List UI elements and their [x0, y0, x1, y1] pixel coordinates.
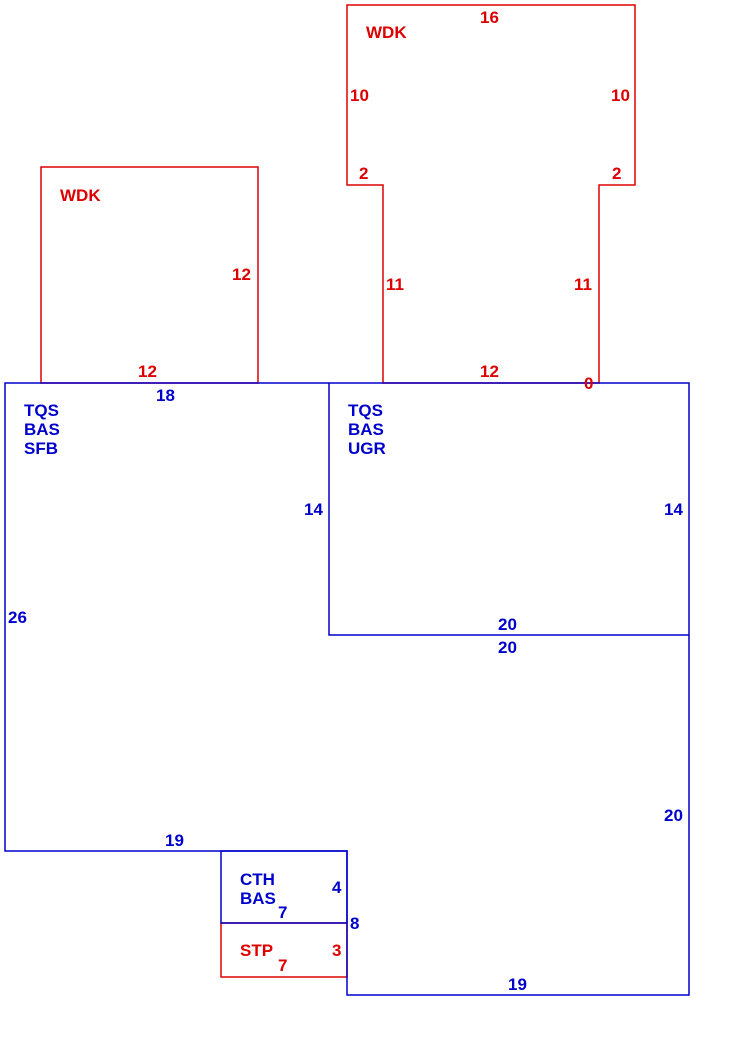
stp-label: STP — [240, 941, 273, 960]
dim-wdk-top-left-lower: 11 — [386, 275, 404, 294]
wdk-top-label: WDK — [366, 23, 407, 42]
cth-outline — [220, 850, 348, 924]
dim-wdk-top-bottom: 12 — [480, 362, 499, 381]
cth-label-line-2: BAS — [240, 889, 276, 908]
main-right-label-line-3: UGR — [348, 439, 386, 458]
dim-bottom: 19 — [508, 975, 527, 994]
main-left-label-line-2: BAS — [24, 420, 60, 439]
dim-wdk-top-right-step: 2 — [612, 164, 621, 183]
dim-ugr-bottom-inner: 20 — [498, 615, 517, 634]
dim-cth-right: 4 — [332, 878, 342, 897]
dim-right-step: 8 — [350, 914, 359, 933]
wdk-top-outline — [346, 4, 636, 384]
dim-right-lower: 20 — [664, 806, 683, 825]
dim-wdk-top-zero: 0 — [584, 374, 593, 393]
cth-label-line-1: CTH — [240, 870, 275, 889]
dim-stp-bottom: 7 — [278, 956, 287, 975]
main-right-label-line-1: TQS — [348, 401, 383, 420]
dim-wdk-top-right-lower: 11 — [574, 275, 592, 294]
main-right-label-line-2: BAS — [348, 420, 384, 439]
dim-left-top: 18 — [156, 386, 175, 405]
dim-ugr-left: 14 — [304, 500, 323, 519]
dim-stp-right: 3 — [332, 941, 341, 960]
main-building-outline — [4, 382, 690, 996]
dim-wdk-left-bottom: 12 — [138, 362, 157, 381]
dim-ugr-right: 14 — [664, 500, 683, 519]
main-left-label-line-3: SFB — [24, 439, 58, 458]
dim-ugr-bottom-outer: 20 — [498, 638, 517, 657]
dim-wdk-top-left-upper: 10 — [350, 86, 369, 105]
dim-left-side: 26 — [8, 608, 27, 627]
main-left-label-line-1: TQS — [24, 401, 59, 420]
dim-cth-bottom: 7 — [278, 903, 287, 922]
ugr-section-outline — [328, 383, 689, 636]
dim-wdk-top-top: 16 — [480, 8, 499, 27]
dim-left-bottom: 19 — [165, 831, 184, 850]
dim-wdk-top-left-step: 2 — [359, 164, 368, 183]
dim-wdk-top-right-upper: 10 — [611, 86, 630, 105]
dim-wdk-left-right: 12 — [232, 265, 251, 284]
wdk-left-label: WDK — [60, 186, 101, 205]
